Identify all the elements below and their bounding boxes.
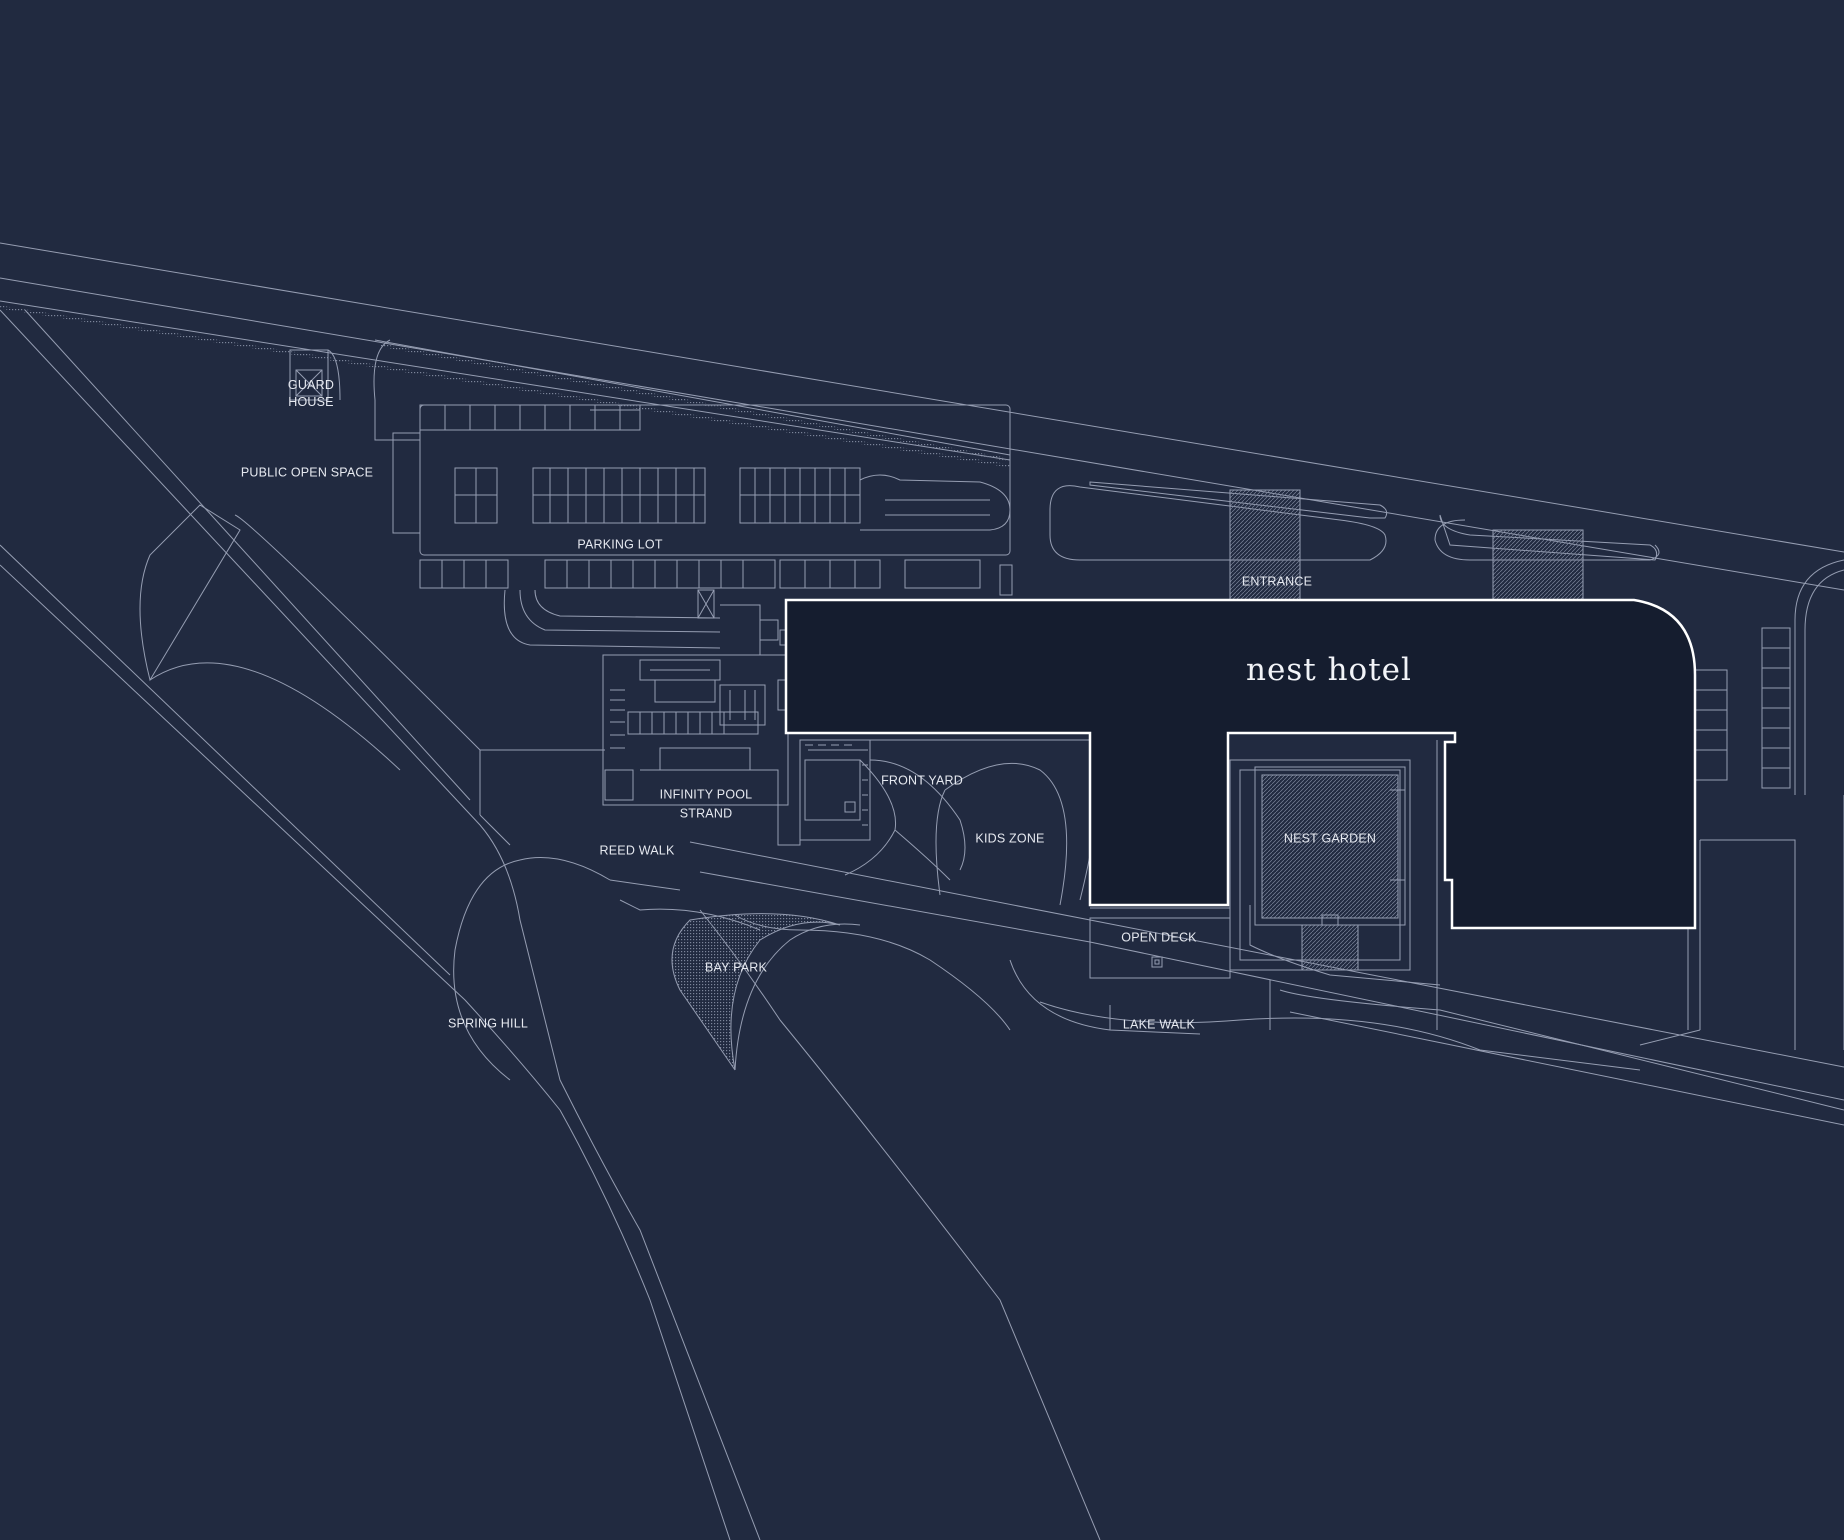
label-strand: STRAND [679,806,733,821]
waterfront-road [689,841,1844,1068]
label-guard-house: GUARD HOUSE [287,378,335,409]
guard-house-outline [289,349,329,401]
main-road-edge [0,242,1844,553]
label-front-yard: FRONT YARD [881,773,963,788]
infinity-pool [799,739,871,841]
bay-park-outline [671,913,841,1071]
label-kids-zone: KIDS ZONE [975,831,1045,846]
dropoff-island [1089,481,1388,519]
park-road [0,309,761,1540]
label-public-open-space: PUBLIC OPEN SPACE [240,465,374,480]
hotel-brand-name: nest hotel [1246,652,1412,688]
parking-lot-outline [419,404,1011,556]
label-parking-lot: PARKING LOT [577,537,663,552]
label-bay-park: BAY PARK [704,960,768,975]
nest-garden-area [1261,774,1399,919]
label-entrance: ENTRANCE [1241,574,1313,589]
amenity-block [602,654,789,806]
nest-hotel-building [784,598,1697,930]
label-spring-hill: SPRING HILL [447,1016,529,1031]
open-deck-area [1089,917,1231,979]
label-open-deck: OPEN DECK [1121,930,1197,945]
label-lake-walk: LAKE WALK [1122,1017,1196,1032]
label-reed-walk: REED WALK [599,843,675,858]
label-nest-garden: NEST GARDEN [1283,831,1377,846]
label-infinity-pool: INFINITY POOL [659,787,753,802]
